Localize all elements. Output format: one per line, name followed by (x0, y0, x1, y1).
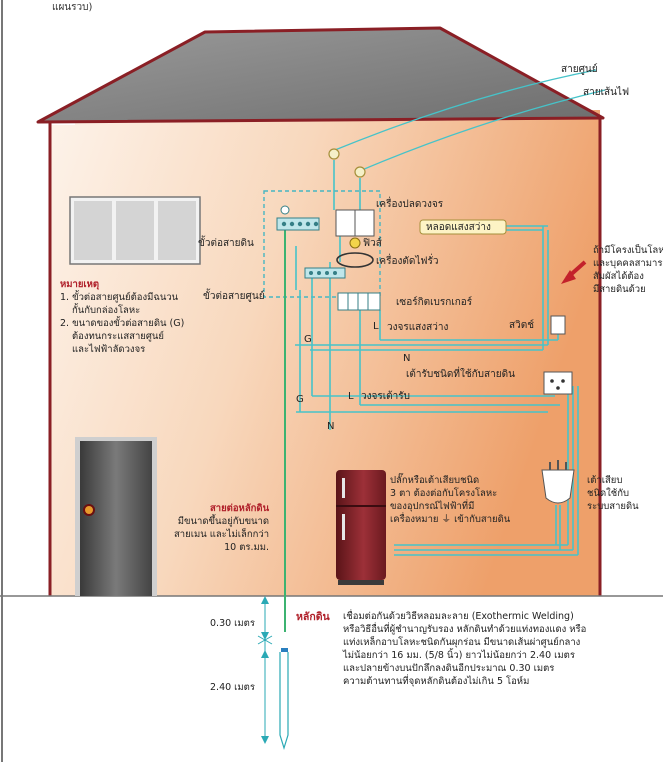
rod-line-5: และปลายข้างบนปักลึกลงดินอีกประมาณ 0.30 เ… (343, 663, 555, 674)
rod-line-3: แท่งเหล็กอาบโลหะชนิดกันผุกร่อน มีขนาดเส้… (343, 637, 581, 648)
grounded-outlet (543, 371, 573, 395)
earth-wire-line-3: 10 ตร.มม. (224, 542, 270, 553)
plug-note-line-3: ของอุปกรณ์ไฟฟ้าที่มี (390, 501, 475, 512)
label-rcd: เครื่องตัดไฟรั่ว (376, 256, 439, 267)
label-main-breaker: เครื่องปลดวงจร (376, 199, 444, 210)
plug-type-line-2: ชนิดใช้กับ (587, 488, 629, 499)
note-item-2: 2. ขนาดของขั้วต่อสายดิน (G) (60, 318, 185, 329)
earth-wire-line-1: มีขนาดขึ้นอยู่กับขนาด (177, 516, 270, 527)
earth-wire-title: สายต่อหลักดิน (209, 503, 270, 514)
label-live-line: สายเส้นไฟ (583, 87, 630, 98)
insulator-neutral (328, 148, 340, 160)
insulator-live (354, 166, 366, 178)
note-item-1b: กั้นกับกล่องโลหะ (72, 305, 141, 316)
wire-label-L1: L (373, 321, 379, 332)
circuit-breaker (337, 292, 381, 311)
refrigerator (336, 470, 386, 585)
plug-note-line-1: ปลั๊กหรือเต้าเสียบชนิด (390, 475, 480, 486)
label-circuit-breaker: เซอร์กิตเบรกเกอร์ (396, 297, 473, 308)
label-ground-terminal: ขั้วต่อสายดิน (198, 238, 254, 249)
earth-wire-line-2: สายเมน และไม่เล็กกว่า (174, 529, 270, 540)
rod-title: หลักดิน (296, 611, 330, 623)
wire-label-G1: G (304, 334, 312, 345)
label-neutral-terminal: ขั้วต่อสายศูนย์ (203, 291, 265, 302)
wire-label-N1: N (403, 353, 411, 364)
note-block: หมายเหตุ 1. ขั้วต่อสายศูนย์ต้องมีฉนวน กั… (60, 278, 184, 356)
metal-frame-note: ถ้ามีโครงเป็นโลหะ และบุคคลสามารถ สัมผัสไ… (593, 244, 663, 296)
wiring (295, 160, 579, 556)
plug-note-line-2: 3 ตา ต้องต่อกับโครงโลหะ (390, 488, 498, 499)
note-item-2b: ต้องทนกระแสสายศูนย์ (72, 331, 164, 342)
fuse (349, 237, 361, 249)
plug-note: ปลั๊กหรือเต้าเสียบชนิด 3 ตา ต้องต่อกับโค… (390, 474, 510, 526)
door (75, 437, 157, 596)
plug-type-line-3: ระบบสายดิน (587, 501, 639, 512)
label-switch: สวิตช์ (509, 320, 534, 331)
plug-note-end-text: เข้ากับสายดิน (454, 514, 511, 525)
house-roof (36, 26, 605, 124)
earth-wire-note: สายต่อหลักดิน มีขนาดขึ้นอยู่กับขนาด สายเ… (174, 502, 269, 554)
neutral-terminal-bar (304, 267, 346, 279)
plug-note-mark-text: เครื่องหมาย (390, 514, 439, 525)
note-item-1: 1. ขั้วต่อสายศูนย์ต้องมีฉนวน (60, 292, 179, 303)
live-overhead-wire (361, 89, 606, 171)
metal-frame-line-2: และบุคคลสามารถ (593, 258, 663, 269)
light-switch (550, 315, 566, 335)
ground-rod (257, 596, 289, 751)
ground-terminal-bar (276, 205, 320, 231)
note-item-2c: และไฟฟ้าลัดวงจร (72, 344, 146, 355)
label-fuse: ฟิวส์ (363, 238, 382, 249)
top-crop-text: แผนรวบ) (52, 2, 93, 13)
rod-line-6: ความต้านทานที่จุดหลักดินต้องไม่เกิน 5 โอ… (343, 676, 530, 687)
plug-type-line-1: เต้าเสียบ (587, 475, 623, 486)
rcd-ring (336, 252, 374, 268)
metal-frame-line-3: สัมผัสได้ต้อง (593, 271, 644, 282)
metal-frame-line-4: มีสายดินด้วย (593, 284, 646, 295)
note-title: หมายเหตุ (60, 279, 100, 290)
rod-line-4: ไม่น้อยกว่า 16 มม. (5/8 นิ้ว) ยาวไม่น้อย… (343, 650, 575, 661)
label-lamp: หลอดแสงสว่าง (426, 222, 491, 233)
rod-line-1: เชื่อมต่อกันด้วยวิธีหลอมละลาย (Exothermi… (343, 611, 574, 622)
window (69, 196, 201, 265)
rod-description: เชื่อมต่อกันด้วยวิธีหลอมละลาย (Exothermi… (343, 610, 586, 688)
plug-note-line-4: เครื่องหมาย ⏚ เข้ากับสายดิน (390, 513, 510, 526)
ground-symbol-icon: ⏚ (441, 514, 452, 525)
depth-top-label: 0.30 เมตร (210, 618, 255, 629)
three-pin-plug (541, 460, 575, 504)
wire-label-G2: G (296, 394, 304, 405)
depth-rod-label: 2.40 เมตร (210, 682, 255, 693)
neutral-overhead-wire (334, 69, 597, 151)
plug-type-label: เต้าเสียบ ชนิดใช้กับ ระบบสายดิน (587, 474, 639, 513)
label-outlet-grounded: เต้ารับชนิดที่ใช้กับสายดิน (406, 369, 515, 380)
consumer-unit-box (263, 190, 381, 298)
wire-label-L2: L (348, 391, 354, 402)
metal-frame-line-1: ถ้ามีโครงเป็นโลหะ (593, 245, 663, 256)
rod-line-2: หรือวิธีอื่นที่ผู้ชำนาญรับรอง หลักดินทำด… (343, 624, 587, 635)
fluorescent-lamp (419, 219, 507, 235)
label-lighting-circuit: วงจรแสงสว่าง (387, 322, 449, 333)
wire-label-N2: N (327, 421, 335, 432)
label-neutral-line: สายศูนย์ (561, 64, 598, 75)
label-outlet-circuit: วงจรเต้ารับ (361, 391, 410, 402)
